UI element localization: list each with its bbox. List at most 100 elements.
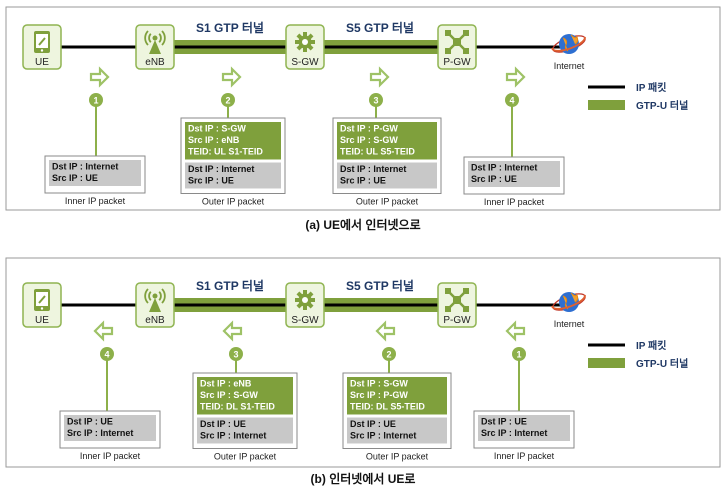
pgw-label: P-GW [443,315,471,326]
pgw-node: P-GW [437,24,477,70]
internet-node: Internet [551,34,586,71]
s1-tunnel-label: S1 GTP 터널 [196,20,264,35]
inner-header [478,415,570,441]
step-number: 1 [93,96,98,106]
network-hub-icon [445,30,469,54]
inner-header-field: Dst IP : UE [200,419,246,429]
inner-header-field: Src IP : UE [52,173,98,183]
legend-gtp-label: GTP-U 터널 [636,357,688,370]
arrow-right-icon [89,66,110,88]
network-hub-icon [445,288,469,312]
step-marker-3: 3 [369,93,383,107]
enb-label: eNB [145,315,165,326]
inner-header [468,161,560,187]
step-marker-1: 1 [89,93,103,107]
arrow-left-icon [375,320,396,342]
gear-icon [295,290,315,310]
inner-header-field: Dst IP : Internet [52,162,118,172]
outer-header [347,377,447,415]
inner-header-field: Src IP : Internet [200,431,266,441]
step-number: 4 [509,96,514,106]
legend: IP 패킷 GTP-U 터널 [588,339,688,370]
enb-label: eNB [145,57,165,68]
globe-icon [551,34,586,54]
inner-header-field: Src IP : UE [471,174,517,184]
outer-header [185,122,281,160]
step-marker-3: 2 [382,347,396,361]
inner-header-field: Src IP : Internet [350,431,416,441]
outer-header-field: TEID: DL S5-TEID [350,402,425,412]
inner-header [49,160,141,186]
step-number: 3 [233,350,238,360]
globe-icon [551,292,586,312]
panel-caption: (a) UE에서 인터넷으로 [305,217,420,232]
arrow-right-icon [221,66,242,88]
inner-header-field: Src IP : Internet [67,428,133,438]
pgw-label: P-GW [443,57,471,68]
inner-header-field: Dst IP : UE [350,419,396,429]
step-marker-4: 1 [512,347,526,361]
sgw-node: S-GW [285,282,325,328]
pgw-node: P-GW [437,282,477,328]
step-marker-2: 3 [229,347,243,361]
internet-label: Internet [554,319,585,329]
ue-label: UE [35,315,49,326]
packet-label: Inner IP packet [484,197,545,207]
step-number: 4 [104,350,109,360]
inner-header-field: Src IP : UE [188,176,234,186]
legend-ip-label: IP 패킷 [636,339,666,352]
s1-tunnel-label: S1 GTP 터널 [196,278,264,293]
legend-gtp-swatch [588,358,625,368]
panel-frame [5,6,721,211]
panel-frame [5,257,721,468]
outer-header-field: TEID: UL S1-TEID [188,147,263,157]
internet-label: Internet [554,61,585,71]
inner-header-field: Src IP : Internet [481,428,547,438]
step-number: 1 [516,350,521,360]
outer-header-field: Src IP : S-GW [340,135,398,145]
inner-header [347,417,447,444]
legend-gtp-label: GTP-U 터널 [636,99,688,112]
packet-label: Outer IP packet [366,452,429,462]
outer-header-field: TEID: UL S5-TEID [340,147,415,157]
legend: IP 패킷 GTP-U 터널 [588,81,688,112]
step-number: 3 [373,96,378,106]
arrow-right-icon [505,66,526,88]
legend-ip-label: IP 패킷 [636,81,666,94]
inner-header-field: Src IP : UE [340,176,386,186]
arrow-left-icon [93,320,114,342]
outer-header-field: Dst IP : eNB [200,379,252,389]
packet-label: Inner IP packet [65,196,126,206]
enb-node: eNB [135,282,175,328]
s5-tunnel-label: S5 GTP 터널 [346,278,414,293]
arrow-left-icon [222,320,243,342]
packet-label: Outer IP packet [214,452,277,462]
inner-header [197,417,293,444]
inner-header-field: Dst IP : UE [67,417,113,427]
panel-caption: (b) 인터넷에서 UE로 [311,471,416,486]
ue-node: UE [22,24,62,70]
mobile-phone-icon [34,289,50,311]
inner-header-field: Dst IP : UE [481,417,527,427]
sgw-label: S-GW [291,57,319,68]
outer-header-field: Src IP : eNB [188,135,240,145]
sgw-label: S-GW [291,315,319,326]
antenna-icon [144,288,166,312]
inner-header [64,415,156,441]
outer-header-field: Src IP : S-GW [200,390,258,400]
inner-header-field: Dst IP : Internet [471,163,537,173]
gear-icon [295,32,315,52]
inner-header-field: Dst IP : Internet [340,164,406,174]
packet-label: Inner IP packet [494,451,555,461]
outer-header-field: Dst IP : P-GW [340,124,398,134]
step-marker-1: 4 [100,347,114,361]
ue-node: UE [22,282,62,328]
